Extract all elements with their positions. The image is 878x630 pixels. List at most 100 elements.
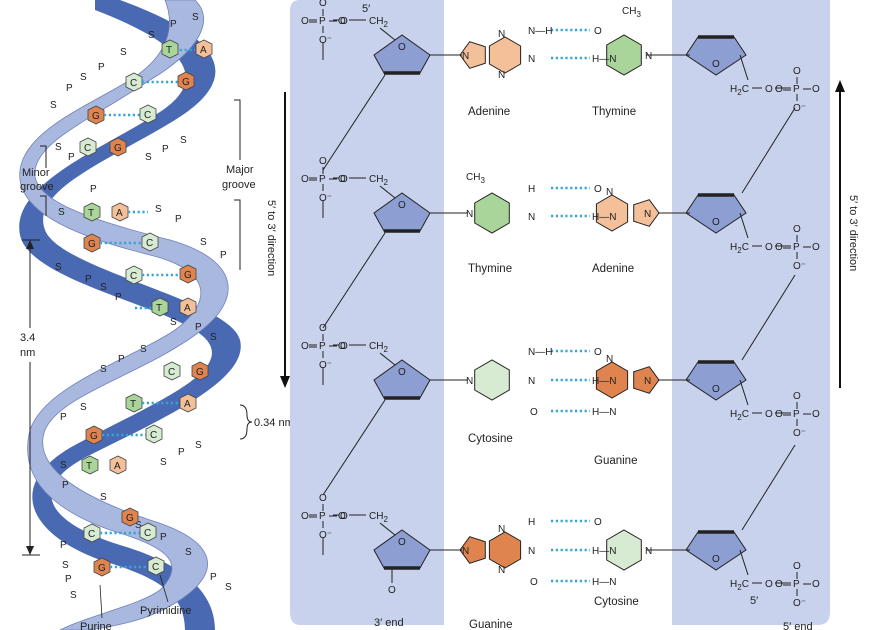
atom-label: N: [528, 54, 535, 65]
phosphate-oxygen: O: [775, 409, 783, 420]
base-name: Adenine: [468, 106, 510, 118]
phosphate-oxygen: O: [301, 174, 309, 185]
helix-pair-g-c: G C: [93, 556, 165, 577]
helix-base-g: G: [126, 513, 134, 524]
helix-backbone-letters: S P S S P S P S S P S P S P S S P S P S …: [50, 12, 232, 601]
ch2-group: H2C: [730, 409, 749, 422]
helix-letter-p: P: [115, 292, 122, 303]
atom-label: N: [498, 70, 505, 81]
guanine-ring: [488, 531, 522, 569]
top-5-prime: 5′: [362, 3, 370, 15]
bottom-5-prime-sugar: 5′: [750, 595, 758, 607]
ch2-group: CH2: [369, 511, 388, 524]
phosphate-oxygen: O⁻: [793, 428, 806, 439]
helix-base-a: A: [184, 399, 191, 410]
thymine-hexagon: [125, 393, 143, 413]
atom-label: N: [498, 565, 505, 576]
helix-letter-p: P: [65, 574, 72, 585]
base-name: Cytosine: [468, 433, 513, 445]
phosphate-oxygen: O: [338, 16, 346, 27]
helix-pair-t-a: T A: [125, 393, 197, 413]
atom-label: N: [462, 546, 469, 557]
base-name: Adenine: [592, 263, 634, 275]
atom-label: O: [530, 577, 538, 588]
phosphate-oxygen: O⁻: [319, 193, 332, 204]
guanine-pentagon: [87, 105, 105, 125]
adenine-ring: [488, 36, 522, 74]
helix-letter-p: P: [62, 480, 69, 491]
atom-label: H—N: [592, 546, 616, 557]
bond-line: [741, 107, 796, 194]
cytosine-hexagon: [163, 361, 181, 381]
helix-base-a: A: [184, 303, 191, 314]
helix-base-g: G: [88, 239, 96, 250]
helix-letter-p: P: [66, 83, 73, 94]
helix-base-c: C: [130, 271, 137, 282]
phosphate-oxygen: O: [812, 409, 820, 420]
guanine-pentagon: [121, 507, 139, 527]
phosphate-oxygen: O: [319, 0, 327, 9]
left-backbone-background: [290, 0, 444, 625]
atom-label: H—N: [592, 54, 616, 65]
atom-label: O: [530, 407, 538, 418]
helix-letter-s: S: [120, 47, 127, 58]
cytosine-hexagon: [125, 265, 143, 285]
phosphate-p: P: [319, 16, 326, 27]
atom-label: H—N: [592, 407, 616, 418]
helix-base-c: C: [130, 78, 137, 89]
atom-label: N: [644, 209, 651, 220]
helix-letter-s: S: [62, 560, 69, 571]
left-direction-label: 5′ to 3′ direction: [265, 200, 277, 276]
right-backbone-background: [672, 0, 830, 625]
bond-line: [741, 274, 796, 361]
phosphate-p: P: [319, 341, 326, 352]
phosphate-p: P: [319, 511, 326, 522]
phosphate-oxygen: O: [301, 341, 309, 352]
helix-base-g: G: [98, 563, 106, 574]
helix-base-a: A: [114, 461, 121, 472]
left-direction: 5′ to 3′ direction: [265, 92, 290, 388]
ch2-group: CH2: [369, 341, 388, 354]
guanine-pentagon: [179, 264, 197, 284]
bond-line: [739, 549, 749, 576]
atom-label: O: [765, 84, 773, 95]
helix-base-c: C: [168, 367, 175, 378]
helix-letter-s: S: [148, 30, 155, 41]
adenine-pentagon: [111, 202, 129, 222]
helix-letter-s: S: [195, 440, 202, 451]
helix-base-t: T: [86, 461, 92, 472]
phosphate-oxygen: O: [793, 561, 801, 572]
guanine-pentagon: [109, 137, 127, 157]
adenine-ring: [595, 194, 629, 232]
atom-label: N: [498, 524, 505, 535]
rise-bracket: [239, 404, 253, 440]
ring-oxygen: O: [712, 384, 720, 395]
base-name: Guanine: [594, 455, 637, 467]
arrowhead-icon: [26, 240, 34, 249]
helix-letter-p: P: [60, 540, 67, 551]
atom-label: O: [765, 409, 773, 420]
helix-pair-c-g: C G: [125, 264, 197, 285]
deoxyribose-sugar: [373, 529, 431, 569]
base-name: Thymine: [592, 106, 636, 118]
helix-base-g: G: [196, 367, 204, 378]
cytosine-hexagon: [139, 522, 157, 542]
phosphate-oxygen: O⁻: [319, 360, 332, 371]
cytosine-hexagon: [145, 424, 163, 444]
atom-label: N: [466, 376, 473, 387]
atom-label: O: [594, 517, 602, 528]
arrowhead-icon: [26, 546, 34, 555]
ring-oxygen: O: [398, 42, 406, 53]
thymine-hexagon: [161, 39, 179, 59]
helix-pair-g-c: G C: [83, 232, 159, 253]
helix-letter-s: S: [80, 402, 87, 413]
bond-line: [739, 379, 749, 406]
helix-letter-s: S: [55, 262, 62, 273]
cytosine-hexagon: [147, 556, 165, 576]
helix-letter-s: S: [200, 237, 207, 248]
